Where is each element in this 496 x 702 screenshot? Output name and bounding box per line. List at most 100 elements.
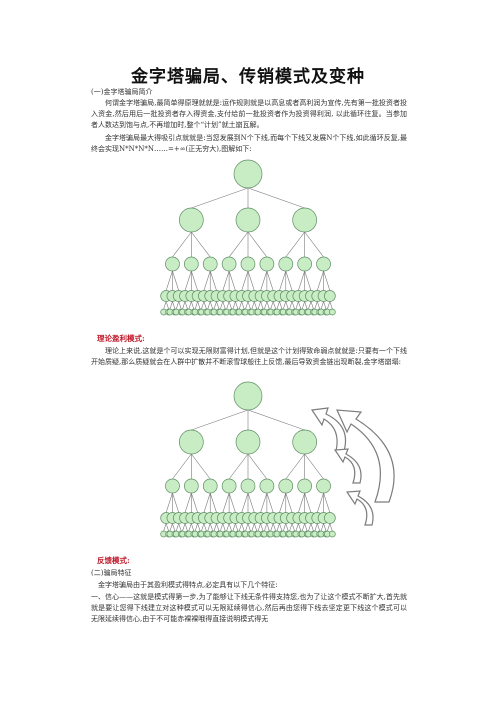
tree-edge xyxy=(285,492,293,513)
tree-edge xyxy=(182,523,186,532)
tree-edge xyxy=(191,270,198,291)
tree-edge xyxy=(266,270,274,291)
tree-edge xyxy=(285,301,289,310)
tree-edge xyxy=(329,523,333,532)
tree-edge xyxy=(207,523,211,532)
tree-edge xyxy=(228,231,249,258)
tree-edge xyxy=(178,523,182,532)
tree-node xyxy=(324,512,336,524)
tree-edge xyxy=(165,270,173,291)
tree-node xyxy=(297,478,313,494)
tree-edge xyxy=(257,301,261,310)
label-feedback-model: 反馈模式: xyxy=(97,556,130,565)
tree-edge xyxy=(172,453,192,480)
tree-edge xyxy=(320,523,324,532)
tree-edge xyxy=(228,453,249,480)
tree-edge xyxy=(316,492,324,513)
tree-edge xyxy=(191,231,211,258)
tree-edge xyxy=(220,523,224,532)
tree-edge xyxy=(197,301,201,310)
tree-edge xyxy=(216,301,220,310)
tree-edge xyxy=(241,270,249,291)
tree-edge xyxy=(184,270,192,291)
tree-edge xyxy=(266,523,270,532)
section2-heading: (二)骗局特征 xyxy=(91,569,132,577)
feedback-arrow-icon xyxy=(333,448,362,484)
tree-edge xyxy=(279,523,283,532)
tree-edge xyxy=(232,301,236,310)
tree-edge xyxy=(295,523,299,532)
label-profit-model: 理论盈利模式: xyxy=(97,334,145,343)
tree-edge xyxy=(226,523,230,532)
tree-edge xyxy=(314,301,318,310)
tree-edge xyxy=(310,301,314,310)
tree-edge xyxy=(304,270,312,291)
tree-edge xyxy=(163,301,167,310)
tree-node xyxy=(233,381,263,411)
tree-edge xyxy=(184,523,188,532)
tree-edge xyxy=(320,301,324,310)
tree-edge xyxy=(232,523,236,532)
tree-edge xyxy=(289,301,293,310)
tree-node xyxy=(183,478,199,494)
tree-edge xyxy=(197,523,201,532)
tree-edge xyxy=(308,301,312,310)
tree-edge xyxy=(228,301,232,310)
tree-edge xyxy=(276,523,280,532)
tree-edge xyxy=(203,270,211,291)
tree-edge xyxy=(203,523,207,532)
tree-edge xyxy=(266,492,274,513)
tree-edge xyxy=(254,523,258,532)
tree-edge xyxy=(226,301,230,310)
tree-edge xyxy=(323,270,331,291)
tree-edge xyxy=(298,270,305,291)
tree-node xyxy=(240,478,256,494)
tree-edge xyxy=(209,492,217,513)
tree-edge xyxy=(169,301,173,310)
tree-edge xyxy=(247,492,255,513)
tree-node xyxy=(278,478,294,494)
tree-edge xyxy=(228,523,232,532)
tree-edge xyxy=(285,453,305,480)
tree-edge xyxy=(260,270,268,291)
tree-edge xyxy=(279,301,283,310)
tree-edge xyxy=(304,523,308,532)
tree-edge xyxy=(172,492,180,513)
tree-edge xyxy=(289,523,293,532)
tree-edge xyxy=(316,270,324,291)
tree-edge xyxy=(272,523,276,532)
tree-node xyxy=(316,478,331,494)
tree-edge xyxy=(266,301,270,310)
tree-edge xyxy=(191,409,249,431)
tree-node xyxy=(202,478,218,494)
tree-edge xyxy=(213,523,217,532)
tree-edge xyxy=(247,409,305,431)
tree-edge xyxy=(295,301,299,310)
tree-edge xyxy=(201,301,205,310)
tree-edge xyxy=(209,270,217,291)
tree-edge xyxy=(279,270,287,291)
tree-edge xyxy=(247,187,305,209)
tree-node xyxy=(292,429,318,455)
tree-edge xyxy=(188,523,192,532)
tree-edge xyxy=(238,301,242,310)
tree-edge xyxy=(276,301,280,310)
tree-edge xyxy=(251,523,255,532)
tree-edge xyxy=(264,301,268,310)
tree-edge xyxy=(251,301,255,310)
tree-edge xyxy=(247,301,251,310)
tree-edge xyxy=(191,301,195,310)
tree-edge xyxy=(216,523,220,532)
tree-edge xyxy=(260,492,268,513)
tree-edge xyxy=(222,270,230,291)
tree-edge xyxy=(241,492,249,513)
tree-edge xyxy=(308,523,312,532)
tree-edge xyxy=(285,231,305,258)
tree-edge xyxy=(172,523,176,532)
tree-edge xyxy=(165,301,169,310)
document-title: 金字塔骗局、传销模式及变种 xyxy=(131,67,365,87)
tree-edge xyxy=(270,301,274,310)
tree-edge xyxy=(327,523,331,532)
